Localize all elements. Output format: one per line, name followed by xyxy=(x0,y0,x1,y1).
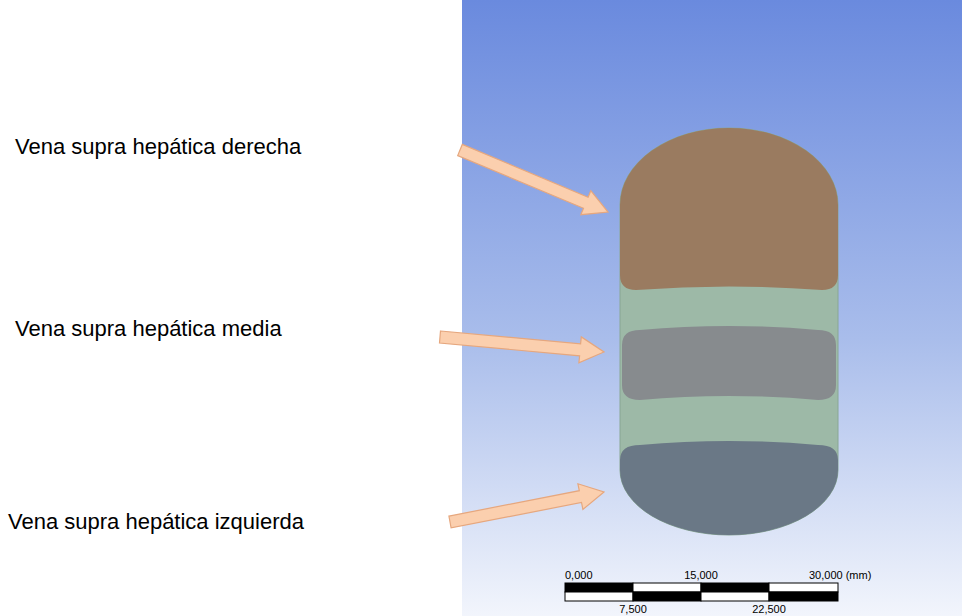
left-hepatic-vein xyxy=(620,441,838,535)
scale-value: 22,500 xyxy=(752,604,786,615)
scale-value: 0,000 xyxy=(565,570,593,581)
right-hepatic-vein xyxy=(620,128,838,290)
pointer-arrow xyxy=(440,331,605,363)
pointer-arrow xyxy=(449,484,604,528)
callout-label: Vena supra hepática izquierda xyxy=(8,511,304,533)
pointer-arrow xyxy=(458,144,608,214)
middle-hepatic-vein xyxy=(622,326,836,400)
callout-label: Vena supra hepática media xyxy=(15,318,282,340)
vessel-body xyxy=(620,128,838,535)
callout-label: Vena supra hepática derecha xyxy=(15,136,301,158)
scale-value: 7,500 xyxy=(619,604,647,615)
scale-value: 15,000 xyxy=(684,570,718,581)
viewport-background xyxy=(462,0,962,616)
scale-bar xyxy=(565,583,838,601)
scale-value: 30,000 (mm) xyxy=(809,570,871,581)
